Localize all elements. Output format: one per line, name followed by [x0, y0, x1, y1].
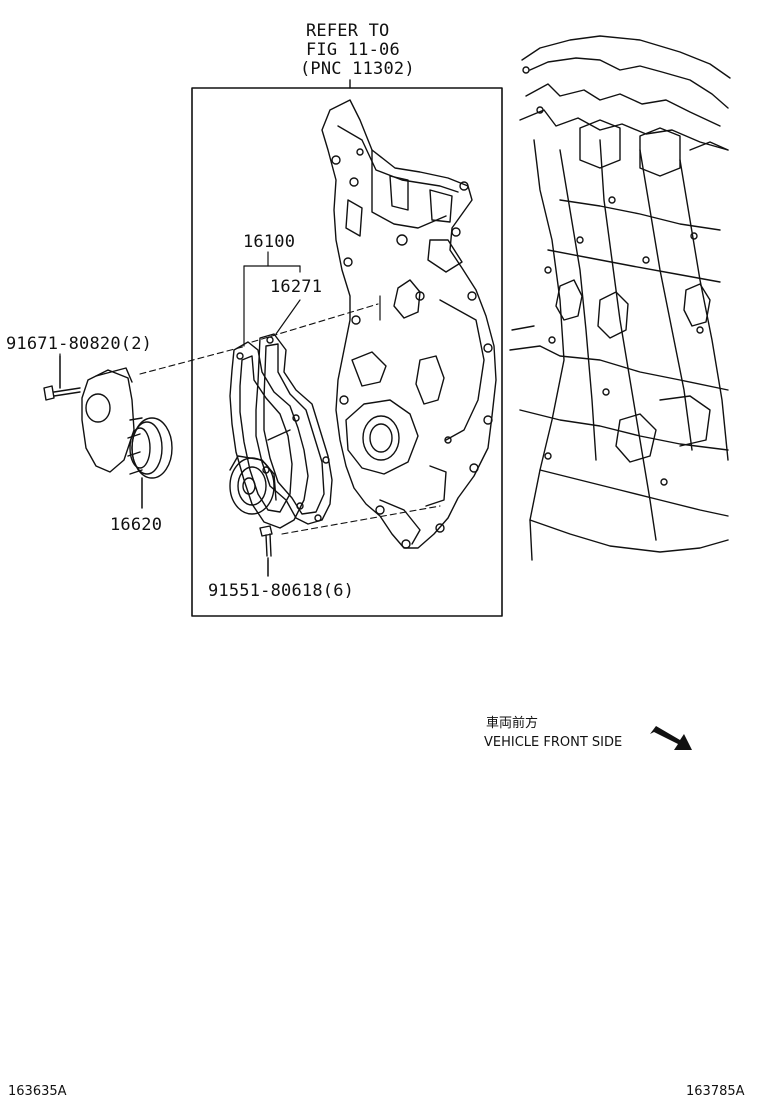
gasket-16271 [255, 333, 333, 525]
bolt-91551 [259, 525, 273, 577]
refer-note-line1: REFER TO [306, 21, 390, 41]
timing-chain-cover [321, 99, 497, 549]
part-label-16620: 16620 [110, 515, 163, 535]
engine-block [509, 35, 731, 561]
reference-frame [191, 87, 503, 617]
direction-label-jp: 車両前方 [486, 716, 539, 731]
refer-note-line2: FIG 11-06 [306, 40, 400, 60]
direction-label-en: VEHICLE FRONT SIDE [484, 735, 623, 750]
belt-tensioner-16620 [81, 367, 173, 509]
diagram-code-left: 163635A [8, 1084, 67, 1099]
bolt-91671 [43, 355, 81, 401]
refer-note-line3: (PNC 11302) [300, 59, 415, 79]
leader-lines [59, 251, 381, 577]
part-label-bolt-91671: 91671-80820(2) [6, 334, 153, 354]
part-label-16100: 16100 [243, 232, 296, 252]
part-label-16271: 16271 [270, 277, 323, 297]
part-label-bolt-91551: 91551-80618(6) [208, 581, 355, 601]
front-direction-arrow-icon [650, 726, 692, 750]
diagram-code-right: 163785A [686, 1084, 745, 1099]
water-pump-16100 [229, 341, 309, 529]
alignment-dashed-lines [139, 303, 441, 535]
